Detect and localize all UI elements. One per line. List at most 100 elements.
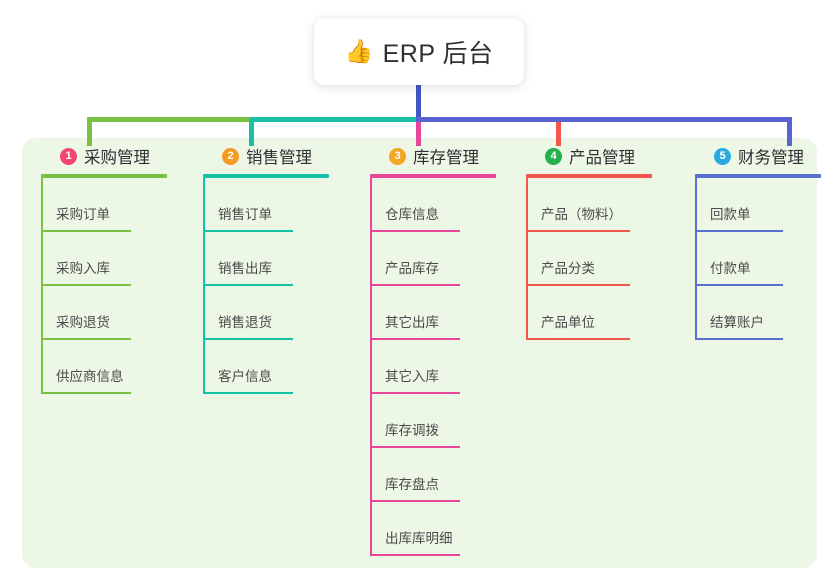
leaf-item-rule xyxy=(370,230,460,232)
leaf-item[interactable]: 结算账户 xyxy=(695,286,831,340)
leaf-item-label: 产品（物料） xyxy=(541,207,622,222)
leaf-spine-5 xyxy=(695,178,697,340)
column-rule-3 xyxy=(370,174,496,178)
column-rule-2 xyxy=(203,174,329,178)
leaf-item-rule xyxy=(203,284,293,286)
column-5: 5 财务管理回款单付款单结算账户 xyxy=(695,138,831,340)
column-badge-4: 4 xyxy=(545,147,562,165)
leaf-item[interactable]: 仓库信息 xyxy=(370,178,538,232)
leaf-item[interactable]: 付款单 xyxy=(695,232,831,286)
connector-bus-teal xyxy=(249,117,421,122)
leaf-item[interactable]: 客户信息 xyxy=(203,340,363,394)
leaf-item[interactable]: 销售退货 xyxy=(203,286,363,340)
leaf-item-rule xyxy=(41,284,131,286)
leaf-item-rule xyxy=(695,284,783,286)
thumbs-up-icon: 👍 xyxy=(344,38,374,64)
leaf-item-label: 销售退货 xyxy=(218,315,272,330)
leaf-item-label: 出库库明细 xyxy=(385,531,453,546)
column-title-5: 财务管理 xyxy=(738,149,804,167)
leaf-item[interactable]: 产品分类 xyxy=(526,232,696,286)
connector-stub-5 xyxy=(787,117,792,146)
column-header-3[interactable]: 3 库存管理 xyxy=(370,138,538,174)
connector-stub-1 xyxy=(87,117,92,146)
leaf-item-label: 其它入库 xyxy=(385,369,439,384)
connector-stub-2 xyxy=(249,117,254,146)
leaf-item-rule xyxy=(695,338,783,340)
leaf-item[interactable]: 库存调拨 xyxy=(370,394,538,448)
leaf-spine-3 xyxy=(370,178,372,556)
root-node-card[interactable]: 👍 ERP 后台 xyxy=(314,18,524,85)
leaf-item[interactable]: 其它出库 xyxy=(370,286,538,340)
leaf-item-rule xyxy=(526,230,630,232)
leaf-item[interactable]: 产品（物料） xyxy=(526,178,696,232)
leaf-spine-1 xyxy=(41,178,43,394)
leaf-item-label: 销售订单 xyxy=(218,207,272,222)
leaf-item[interactable]: 采购入库 xyxy=(41,232,201,286)
leaf-item-rule xyxy=(203,392,293,394)
leaf-item-label: 库存盘点 xyxy=(385,477,439,492)
leaf-item[interactable]: 回款单 xyxy=(695,178,831,232)
leaf-item[interactable]: 采购订单 xyxy=(41,178,201,232)
leaf-item-label: 产品库存 xyxy=(385,261,439,276)
leaf-list-1: 采购订单采购入库采购退货供应商信息 xyxy=(41,178,201,394)
leaf-item-label: 回款单 xyxy=(710,207,751,222)
leaf-spine-4 xyxy=(526,178,528,340)
leaf-list-5: 回款单付款单结算账户 xyxy=(695,178,831,340)
leaf-item-rule xyxy=(370,446,460,448)
leaf-item-label: 客户信息 xyxy=(218,369,272,384)
connector-stub-4 xyxy=(556,117,561,146)
column-badge-5: 5 xyxy=(714,147,731,165)
leaf-item-rule xyxy=(370,500,460,502)
leaf-item-rule xyxy=(370,554,460,556)
leaf-list-3: 仓库信息产品库存其它出库其它入库库存调拨库存盘点出库库明细 xyxy=(370,178,538,556)
leaf-item-rule xyxy=(41,338,131,340)
leaf-item[interactable]: 出库库明细 xyxy=(370,502,538,556)
leaf-item[interactable]: 采购退货 xyxy=(41,286,201,340)
leaf-item-label: 供应商信息 xyxy=(56,369,124,384)
leaf-item-label: 采购入库 xyxy=(56,261,110,276)
leaf-item[interactable]: 库存盘点 xyxy=(370,448,538,502)
connector-root-stem xyxy=(416,85,421,117)
leaf-item-label: 仓库信息 xyxy=(385,207,439,222)
leaf-item[interactable]: 产品单位 xyxy=(526,286,696,340)
leaf-item-rule xyxy=(695,230,783,232)
leaf-item-rule xyxy=(526,338,630,340)
column-badge-3: 3 xyxy=(389,147,406,165)
leaf-item[interactable]: 其它入库 xyxy=(370,340,538,394)
column-title-2: 销售管理 xyxy=(246,149,312,167)
root-node-label: ERP 后台 xyxy=(382,39,494,68)
leaf-item-label: 采购订单 xyxy=(56,207,110,222)
leaf-item[interactable]: 供应商信息 xyxy=(41,340,201,394)
leaf-item-label: 采购退货 xyxy=(56,315,110,330)
leaf-item-rule xyxy=(526,284,630,286)
leaf-item-rule xyxy=(370,284,460,286)
leaf-item-rule xyxy=(370,338,460,340)
leaf-item-label: 销售出库 xyxy=(218,261,272,276)
leaf-item-label: 付款单 xyxy=(710,261,751,276)
column-header-5[interactable]: 5 财务管理 xyxy=(695,138,831,174)
column-rule-1 xyxy=(41,174,167,178)
leaf-item[interactable]: 销售出库 xyxy=(203,232,363,286)
diagram-panel xyxy=(22,138,817,568)
column-rule-5 xyxy=(695,174,821,178)
leaf-item[interactable]: 产品库存 xyxy=(370,232,538,286)
leaf-list-2: 销售订单销售出库销售退货客户信息 xyxy=(203,178,363,394)
leaf-item[interactable]: 销售订单 xyxy=(203,178,363,232)
leaf-item-label: 产品分类 xyxy=(541,261,595,276)
leaf-item-label: 库存调拨 xyxy=(385,423,439,438)
column-title-3: 库存管理 xyxy=(413,149,479,167)
leaf-item-rule xyxy=(203,230,293,232)
column-3: 3 库存管理仓库信息产品库存其它出库其它入库库存调拨库存盘点出库库明细 xyxy=(370,138,538,556)
column-badge-1: 1 xyxy=(60,147,77,165)
leaf-item-rule xyxy=(41,230,131,232)
leaf-item-rule xyxy=(370,392,460,394)
leaf-list-4: 产品（物料） 产品分类产品单位 xyxy=(526,178,696,340)
leaf-item-rule xyxy=(41,392,131,394)
leaf-item-label: 产品单位 xyxy=(541,315,595,330)
